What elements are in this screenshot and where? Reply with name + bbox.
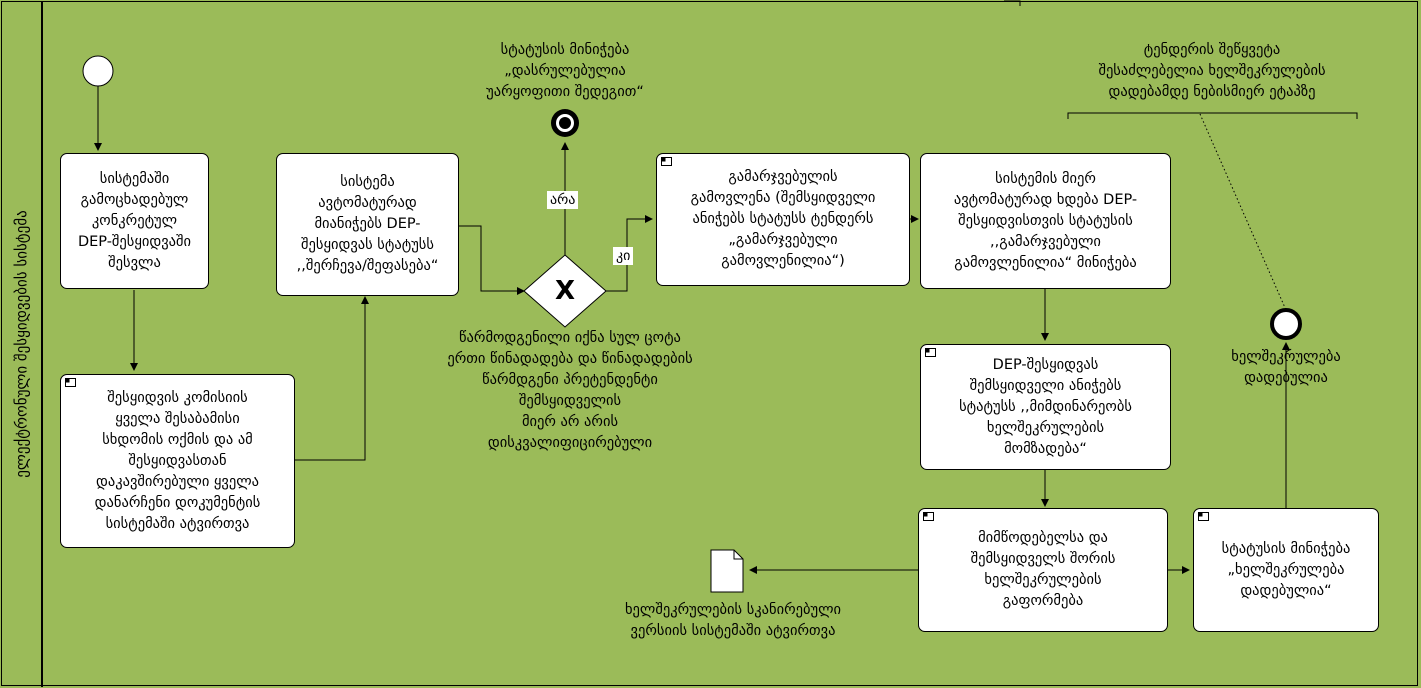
flow-upload-to-status xyxy=(295,296,369,461)
start-event xyxy=(82,55,114,87)
manual-task-icon xyxy=(661,157,672,166)
annotation-bracket xyxy=(1067,112,1358,119)
task-enter-procurement: სისტემაში გამოცხადებულ კონკრეტულ DEP-შეს… xyxy=(60,153,209,289)
flow-status-to-gateway xyxy=(459,225,525,295)
task-identify-winner: გამარჯვებულის გამოვლენა (შემსყიდველი ანი… xyxy=(656,153,910,286)
task-contract-signed-status: სტატუსის მინიჭება „ხელშეკრულება დადებული… xyxy=(1193,508,1379,632)
task-contract-signing: მიმწოდებელსა და შემსყიდველს შორის ხელშეკ… xyxy=(918,508,1168,632)
lane-divider xyxy=(41,1,43,687)
manual-task-icon xyxy=(923,512,934,521)
exclusive-gateway xyxy=(523,254,607,328)
end-contract-label: ხელშეკრულება დადებულია xyxy=(1231,349,1341,386)
task-contract-prep-status: DEP-შესყიდვას შემსყიდველი ანიჭებს სტატუს… xyxy=(920,344,1171,470)
annotation-association xyxy=(1199,113,1287,311)
data-object-label: ხელშეკრულების სკანირებული ვერსიის სისტემ… xyxy=(624,602,842,639)
annotation-text: ტენდერის შეწყვეტა შესაძლებელია ხელშეკრულ… xyxy=(1098,42,1326,100)
gateway-x-marker: X xyxy=(554,276,576,306)
manual-task-icon xyxy=(65,378,76,387)
manual-task-icon xyxy=(925,348,936,357)
end-event-contract xyxy=(1270,308,1302,340)
top-bracket-fragment xyxy=(1004,0,1021,6)
end-negative-label: სტატუსის მინიჭება „დასრულებულია უარყოფით… xyxy=(486,42,644,100)
flow-label-no: არა xyxy=(547,191,579,209)
end-event-negative xyxy=(551,109,579,137)
document-icon xyxy=(710,549,744,593)
task-upload-protocol: შესყიდვის კომისიის ყველა შესაბამისი სხდო… xyxy=(60,374,295,548)
flow-label-yes: კი xyxy=(613,247,634,265)
task-auto-winner-status: სისტემის მიერ ავტომატურად ხდება DEP- შეს… xyxy=(920,153,1171,289)
gateway-condition-text: წარმოდგენილი იქნა სულ ცოტა ერთი წინადადე… xyxy=(447,330,693,451)
task-assign-selection-status: სისტემა ავტომატურად მიანიჭებს DEP- შესყი… xyxy=(276,153,459,296)
manual-task-icon xyxy=(1198,512,1209,521)
